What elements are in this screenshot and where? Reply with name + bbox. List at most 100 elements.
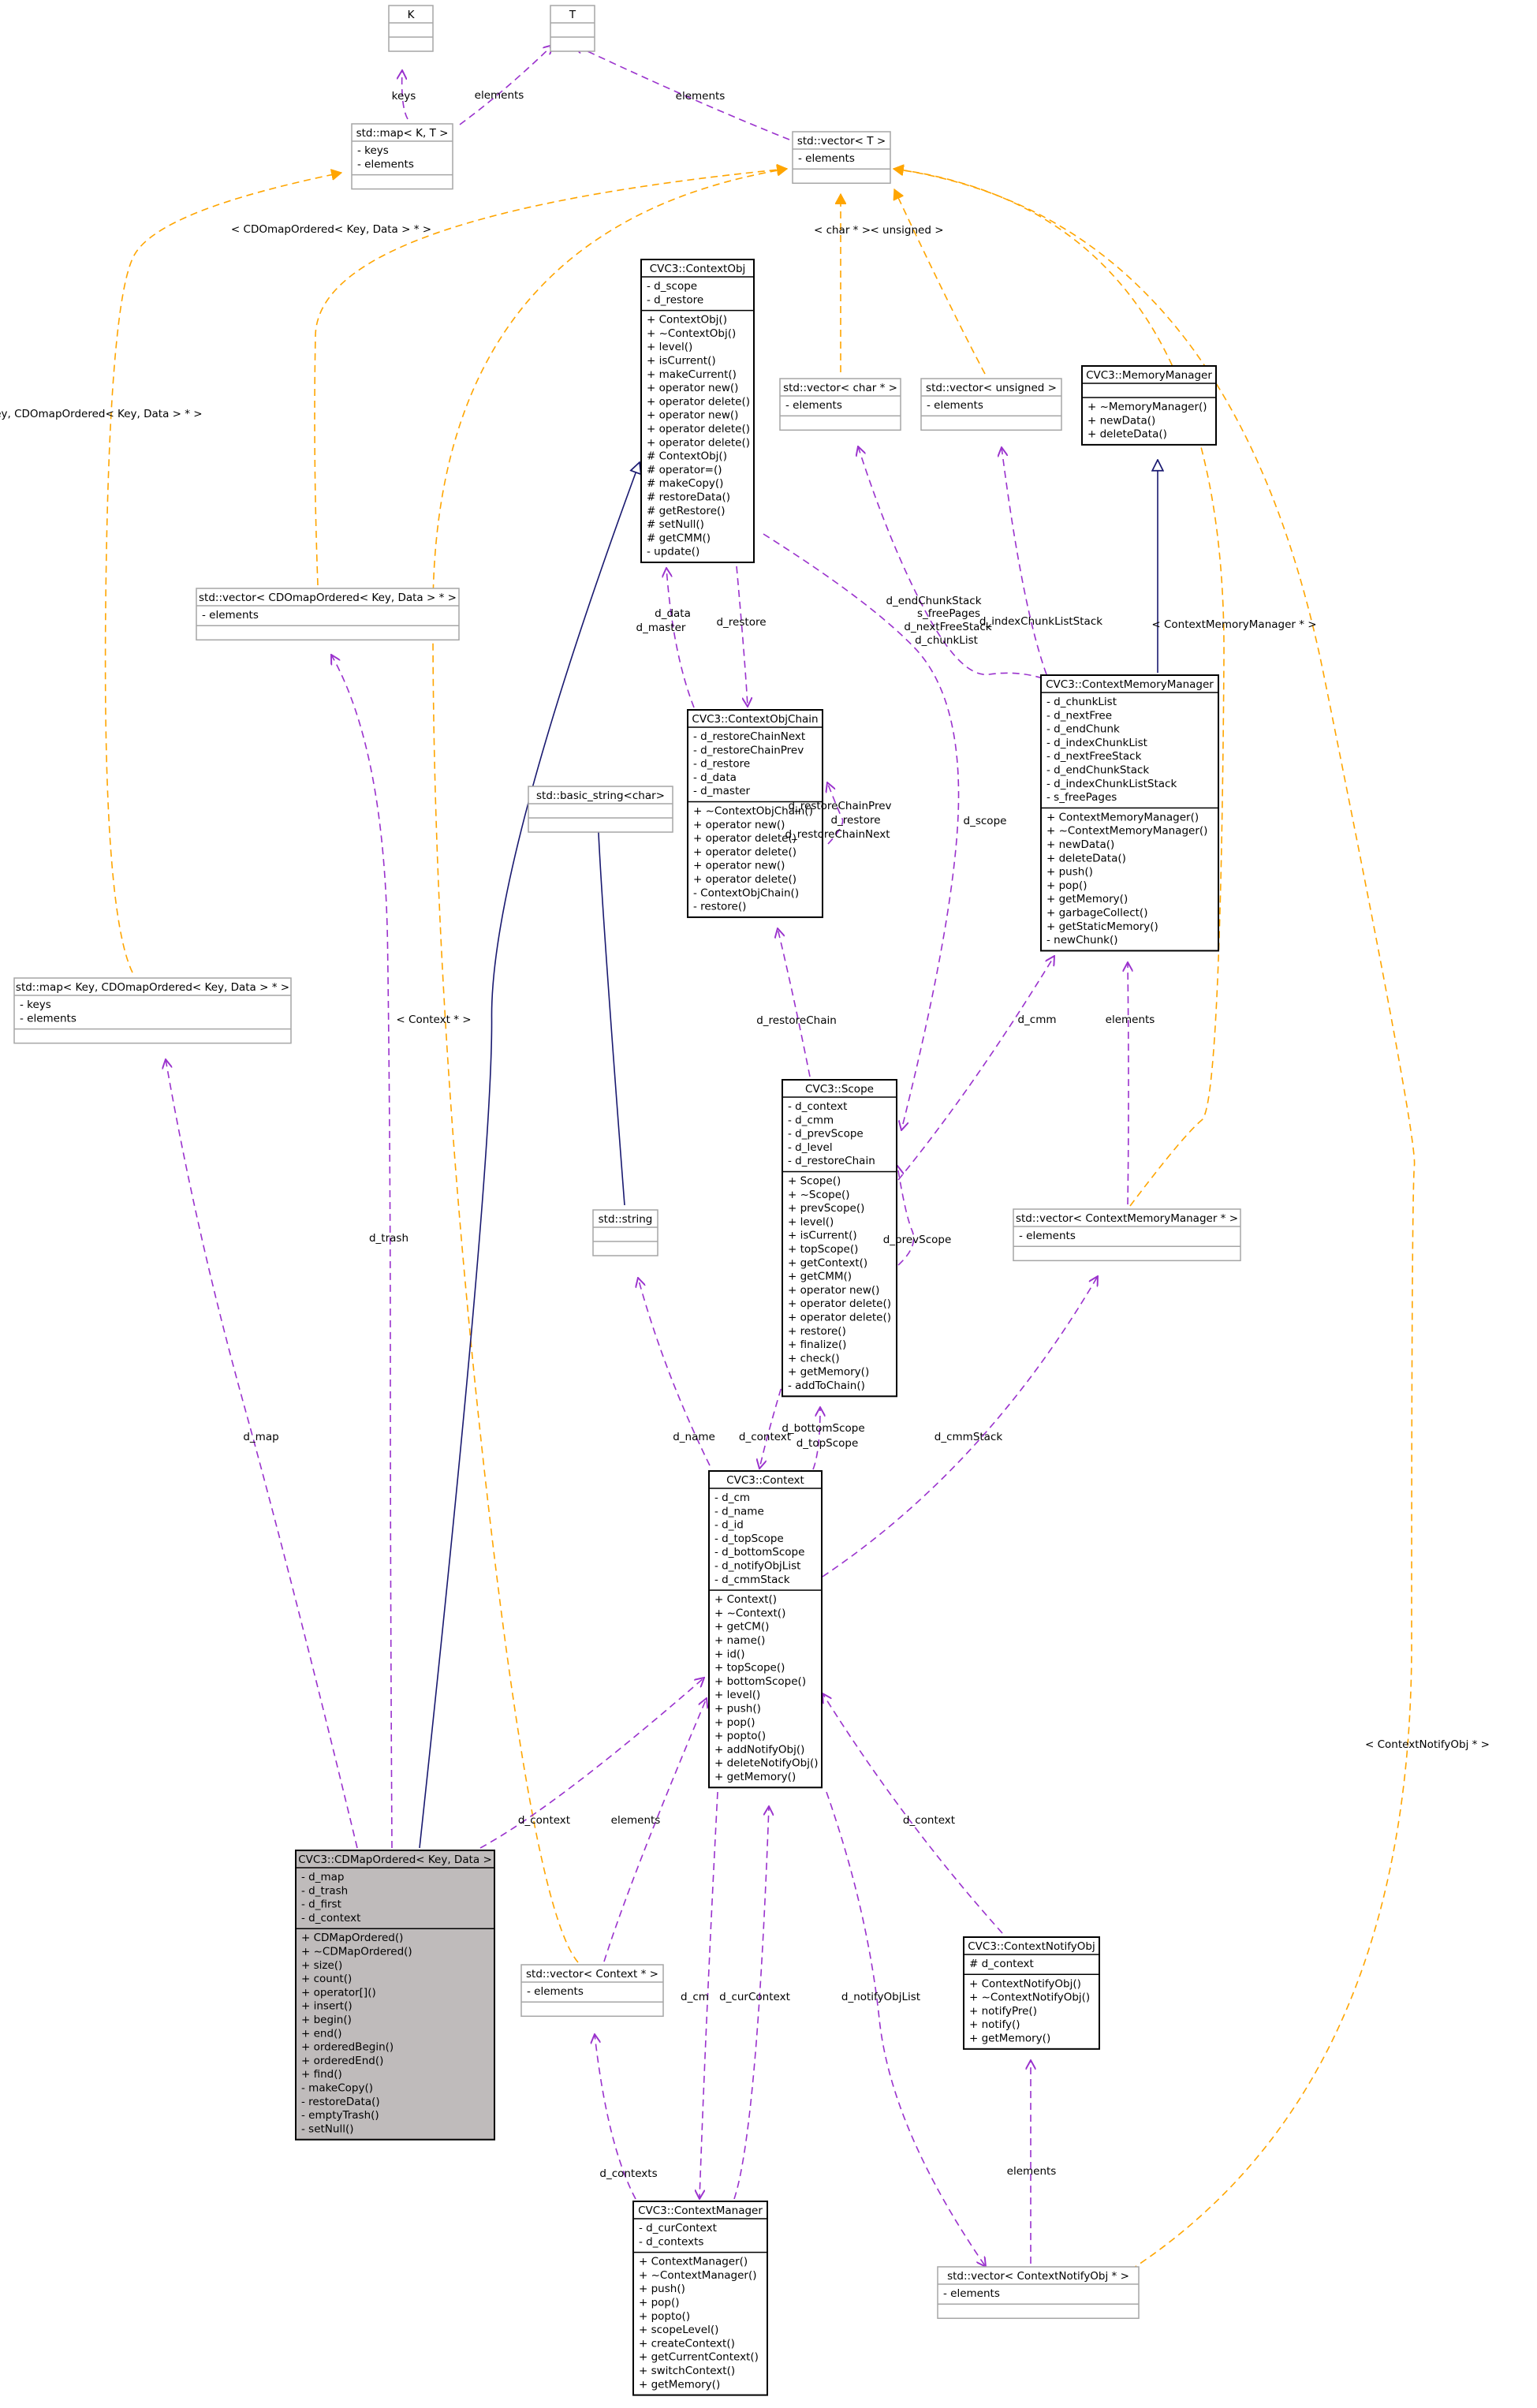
class-name: CVC3::ContextMemoryManager (1046, 678, 1214, 691)
class-method: # makeCopy() (647, 477, 723, 490)
class-name: CVC3::ContextNotifyObj (968, 1940, 1095, 1953)
class-method: + isCurrent() (788, 1230, 857, 1242)
usage-edge-map-kt-to-k (402, 70, 408, 120)
class-context[interactable]: CVC3::Context- d_cm- d_name- d_id- d_top… (708, 1470, 823, 1789)
edge-label: < Key, CDOmapOrdered< Key, Data > * > (0, 408, 203, 420)
usage-edge-vector-cmm-to-contextmemorymanager (1128, 962, 1129, 1205)
class-attribute: - s_freePages (1046, 791, 1117, 804)
class-vector-context[interactable]: std::vector< Context * >- elements (520, 1964, 664, 2018)
class-method: + deleteData() (1046, 852, 1126, 864)
class-contextobjchain[interactable]: CVC3::ContextObjChain- d_restoreChainNex… (687, 709, 823, 918)
class-attribute: - d_bottomScope (714, 1546, 804, 1559)
class-vector-cdomap[interactable]: std::vector< CDOmapOrdered< Key, Data > … (196, 588, 460, 641)
class-method: + restore() (788, 1325, 846, 1338)
class-name: CVC3::Scope (805, 1083, 874, 1096)
edge-label: d_curContext (719, 1991, 790, 2003)
class-cdmapordered[interactable]: CVC3::CDMapOrdered< Key, Data >- d_map- … (295, 1850, 495, 2141)
class-vector-cmm[interactable]: std::vector< ContextMemoryManager * >- e… (1013, 1208, 1241, 1262)
class-method: + ~Context() (714, 1607, 785, 1619)
class-method: + level() (788, 1215, 834, 1228)
class-contextmanager[interactable]: CVC3::ContextManager- d_curContext- d_co… (632, 2201, 768, 2396)
class-method: + newData() (1046, 838, 1114, 851)
class-attribute: - elements (527, 1985, 584, 1998)
template-edge-map-key-cdo-to-map-kt (104, 173, 341, 973)
class-attribute: - keys (357, 144, 389, 157)
edge-label: d_context (739, 1431, 791, 1443)
edge-label: d_endChunkStack (886, 595, 981, 607)
usage-edge-scope-to-contextobjchain (778, 928, 811, 1077)
class-scope[interactable]: CVC3::Scope- d_context- d_cmm- d_prevSco… (782, 1079, 897, 1398)
class-map-key-cdo[interactable]: std::map< Key, CDOmapOrdered< Key, Data … (13, 977, 292, 1044)
usage-edge-context-to-vector-cmm (822, 1276, 1098, 1577)
class-vector-t[interactable]: std::vector< T >- elements (792, 131, 891, 185)
class-method: - restoreData() (301, 2096, 380, 2108)
class-method: + Scope() (788, 1175, 841, 1188)
class-name: T (569, 9, 576, 21)
class-method: + topScope() (788, 1243, 858, 1256)
class-method: + getCMM() (788, 1271, 852, 1283)
class-attribute: - d_restore (647, 293, 703, 306)
class-contextmemorymanager[interactable]: CVC3::ContextMemoryManager- d_chunkList-… (1040, 674, 1219, 952)
class-method: + operator[]() (301, 1986, 376, 1999)
class-method: - restore() (693, 901, 746, 913)
class-attribute: - elements (1019, 1230, 1076, 1242)
edge-label: < Context * > (396, 1014, 471, 1026)
class-vector-cno[interactable]: std::vector< ContextNotifyObj * >- eleme… (937, 2266, 1140, 2320)
class-method: + level() (714, 1689, 760, 1701)
class-method: + name() (714, 1634, 765, 1647)
class-method: + size() (301, 1959, 342, 1972)
class-method: + begin() (301, 2014, 352, 2026)
class-contextnotifyobj[interactable]: CVC3::ContextNotifyObj# d_context+ Conte… (963, 1936, 1100, 2050)
class-method: + ~ContextManager() (639, 2269, 757, 2282)
class-method: + garbageCollect() (1046, 907, 1147, 920)
class-vector-charp[interactable]: std::vector< char * >- elements (779, 378, 901, 431)
class-method: + pop() (1046, 879, 1087, 892)
class-name: CVC3::ContextObj (650, 263, 746, 275)
class-method: + isCurrent() (647, 355, 716, 368)
class-attribute: - d_restoreChain (788, 1155, 875, 1167)
edge-label: d_restore (830, 814, 880, 827)
class-attribute: - d_restore (693, 758, 750, 771)
usage-edge-contextmemorymanager-to-vector-charp (858, 446, 1043, 679)
usage-edge-contextnotifyobj-to-context (823, 1693, 1003, 1934)
class-memorymanager[interactable]: CVC3::MemoryManager+ ~MemoryManager()+ n… (1081, 365, 1217, 446)
class-contextobj[interactable]: CVC3::ContextObj- d_scope- d_restore+ Co… (640, 259, 755, 563)
class-k[interactable]: K (388, 5, 434, 52)
inheritance-edge-cdmapordered-to-contextobj (419, 462, 640, 1849)
class-t[interactable]: T (550, 5, 595, 52)
class-attribute: # d_context (969, 1958, 1034, 1970)
class-name: std::vector< unsigned > (926, 382, 1057, 394)
class-method: + end() (301, 2027, 342, 2040)
edge-label: s_freePages (917, 607, 980, 620)
edge-label: d_contexts (599, 2167, 657, 2180)
class-method: + getMemory() (1046, 893, 1128, 905)
class-basic-string[interactable]: std::basic_string<char> (528, 786, 673, 833)
edge-label: d_restore (716, 616, 766, 629)
class-name: CVC3::MemoryManager (1086, 369, 1212, 382)
class-attribute: - d_indexChunkListStack (1046, 778, 1177, 790)
class-method: + getMemory() (639, 2378, 720, 2391)
edge-label: d_chunkList (915, 634, 978, 647)
class-method: + orderedBegin() (301, 2041, 394, 2054)
edge-label: d_prevScope (883, 1234, 952, 1246)
class-attribute: - d_cm (714, 1491, 750, 1504)
class-method: + push() (1046, 866, 1093, 879)
class-method: + popto() (639, 2310, 690, 2323)
class-method: - newChunk() (1046, 934, 1118, 946)
class-string[interactable]: std::string (592, 1209, 658, 1256)
class-method: + notify() (969, 2018, 1020, 2031)
class-map-kt[interactable]: std::map< K, T >- keys- elements (351, 123, 453, 190)
class-attribute: - d_contexts (639, 2235, 703, 2248)
class-attribute: - elements (785, 399, 842, 412)
class-name: std::vector< ContextMemoryManager * > (1016, 1212, 1238, 1225)
edge-label: elements (611, 1814, 661, 1827)
template-edge-vector-cmm-to-vector-t (893, 169, 1225, 1207)
class-name: std::basic_string<char> (536, 790, 665, 802)
class-name: std::vector< ContextNotifyObj * > (947, 2270, 1129, 2283)
class-method: + getMemory() (788, 1366, 869, 1379)
edge-label: < char * > (814, 224, 871, 237)
class-method: + topScope() (714, 1662, 785, 1674)
class-vector-unsigned[interactable]: std::vector< unsigned >- elements (920, 378, 1062, 431)
usage-edge-contextobj-to-scope (763, 533, 960, 1130)
class-name: std::vector< CDOmapOrdered< Key, Data > … (199, 592, 457, 604)
